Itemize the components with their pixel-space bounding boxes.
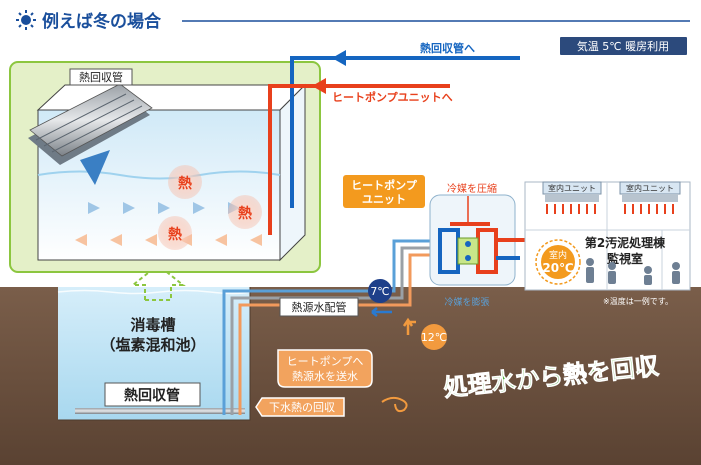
warm-flow-arrow (402, 317, 416, 335)
indoor-unit-left (542, 181, 602, 214)
room-name-line2: 監視室 (607, 251, 643, 266)
tank-name: 消毒槽 (130, 316, 175, 334)
warm-temp-badge (421, 324, 447, 350)
to-heatpump-label: ヒートポンプユニットへ (332, 90, 453, 104)
indoor-temp-label: 室内 (549, 249, 567, 261)
indoor-unit-right-label: 室内ユニット (626, 183, 674, 193)
temperature-note: ※温度は一例です。 (603, 296, 673, 306)
indoor-unit-left-label: 室内ユニット (548, 183, 596, 193)
send-callout (277, 349, 373, 388)
indoor-temp-badge (535, 239, 581, 285)
sun-snow-icon (16, 10, 36, 30)
recovery-callout (255, 397, 345, 417)
source-pipe-label-box (279, 297, 359, 317)
send-callout-line2: 熱源水を送水 (292, 369, 358, 383)
condition-badge (560, 37, 687, 55)
svg-text:熱: 熱 (238, 205, 252, 222)
send-callout-line1: ヒートポンプへ (287, 355, 364, 368)
header: 例えば冬の場合 気温 5℃ 暖房利用 (16, 10, 690, 55)
to-recovery-label: 熱回収管へ (420, 41, 475, 55)
inset-pipe-label-box (69, 68, 133, 86)
warm-temp-value: 12℃ (421, 331, 447, 344)
indoor-temp-value: 20℃ (542, 261, 573, 275)
tank-recovery-pipe (75, 408, 245, 414)
tank-ground-step (58, 287, 251, 421)
condition-badge-text: 気温 5℃ 暖房利用 (577, 39, 669, 53)
svg-text:熱: 熱 (178, 175, 192, 192)
heat-mark-1: 熱 (168, 165, 202, 199)
page-title: 例えば冬の場合 (42, 11, 162, 32)
cold-temp-value: 7℃ (370, 285, 389, 298)
up-arrow (130, 263, 186, 301)
compress-label: 冷媒を圧縮 (447, 182, 497, 195)
cold-flow-arrow (371, 307, 392, 317)
tank-pipe-label-box (104, 382, 201, 407)
tank-pipe-label: 熱回収管 (124, 387, 180, 404)
tank-subname: （塩素混和池） (100, 336, 205, 354)
inset-recovery-pipes (28, 83, 153, 185)
slogan-swirl (381, 396, 408, 413)
heat-mark-3: 熱 (158, 216, 192, 250)
heat-pump-title-line2: ユニット (362, 193, 406, 206)
source-water-pipes (222, 239, 440, 415)
svg-text:熱: 熱 (168, 226, 182, 243)
inset-pipe-label: 熱回収管 (79, 70, 123, 84)
expand-label: 冷媒を膨張 (444, 296, 489, 308)
room-name-line1: 第2汚泥処理棟 (585, 235, 666, 250)
to-heatpump-arrow (268, 78, 450, 235)
indoor-unit-right (619, 181, 681, 214)
heat-pump-title-line1: ヒートポンプ (351, 178, 418, 192)
to-recovery-arrow (290, 50, 520, 208)
heat-pump-title-box (343, 175, 425, 208)
heat-mark-2: 熱 (228, 195, 262, 229)
source-pipe-label: 熱源水配管 (292, 300, 347, 314)
cold-temp-badge (368, 279, 392, 303)
refrigerant-loop (438, 196, 498, 274)
people-icon (586, 258, 680, 285)
recovery-callout-text: 下水熱の回収 (269, 401, 335, 414)
